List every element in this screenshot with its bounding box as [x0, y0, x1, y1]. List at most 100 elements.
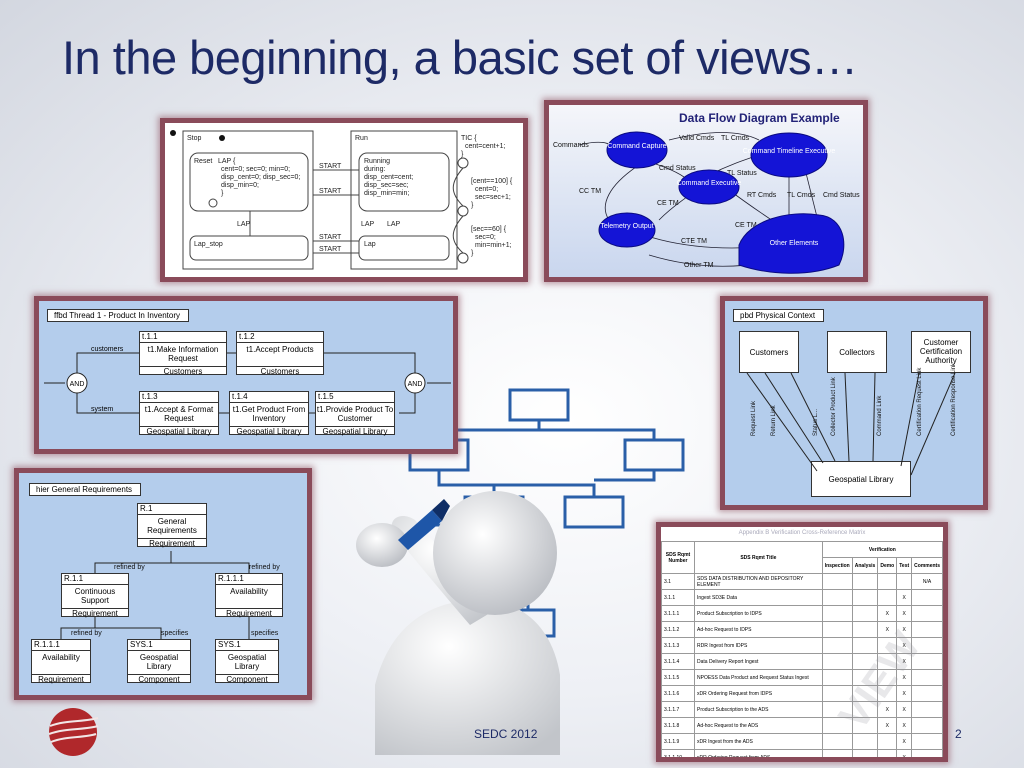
matrix-cell-title: RDR Ingest from IDPS	[694, 637, 823, 654]
matrix-cell-title: Ad-hoc Request to IDPS	[694, 621, 823, 638]
matrix-cell-demo	[877, 749, 898, 757]
matrix-cell-demo	[877, 733, 898, 750]
function-owner: Customers	[237, 366, 323, 377]
matrix-cell-anal	[851, 589, 879, 606]
matrix-cell-insp	[821, 573, 853, 590]
start-transition-4: START	[319, 246, 342, 253]
col-analysis: Analysis	[851, 557, 879, 574]
flow-tl-cmds-top: TL Cmds	[721, 135, 750, 142]
col-rqmt-title: SDS Rqmt Title	[694, 541, 823, 574]
dfd-diagram: Data Flow Diagram Example Commands Valid…	[553, 111, 860, 274]
ffbd-function-t-1-1: t.1.1 t1.Make Information Request Custom…	[139, 331, 227, 376]
figure-drawing-illustration	[356, 388, 685, 755]
lap-stop-label: Lap_stop	[194, 241, 223, 248]
flow-tl-cmds-2: TL Cmds	[787, 192, 816, 199]
matrix-cell-comm: N/A	[911, 573, 943, 590]
matrix-cell-comm	[911, 749, 943, 757]
matrix-cell-insp	[821, 653, 853, 670]
hier-box-r11: R.1.1 Continuous Support Requirement	[61, 573, 129, 618]
hier-panel: hier General Requirements refined by ref…	[14, 468, 312, 700]
pbd-link-label: Return Link	[771, 404, 777, 436]
matrix-cell-num: 3.1.1.3	[661, 637, 695, 654]
matrix-cell-comm	[911, 701, 943, 718]
col-rqmt-number: SDS Rqmt Number	[661, 541, 695, 574]
matrix-cell-title: Product Subscription to IDPS	[694, 605, 823, 622]
matrix-cell-anal	[851, 573, 879, 590]
hier-id: R.1.1.1	[32, 640, 90, 651]
hier-type: Requirement	[138, 538, 206, 549]
customers-branch-label: customers	[91, 346, 124, 353]
specifies-mid: specifies	[161, 630, 189, 637]
slide-title: In the beginning, a basic set of views…	[62, 31, 858, 84]
matrix-cell-comm	[911, 621, 943, 638]
dfd-panel: Data Flow Diagram Example Commands Valid…	[544, 100, 868, 282]
matrix-cell-insp	[821, 589, 853, 606]
col-demo: Demo	[877, 557, 898, 574]
footer-event: SEDC 2012	[474, 727, 538, 741]
hier-id: R.1.1	[62, 574, 128, 585]
ffbd-label: ffbd Thread 1 - Product In Inventory	[47, 309, 189, 322]
matrix-cell-anal	[851, 621, 879, 638]
col-verification: Verification	[821, 541, 943, 558]
matrix-caption: Appendix B Verification Cross-Reference …	[738, 530, 866, 536]
hier-name: Continuous Support	[74, 587, 116, 605]
and-gate-left: AND	[70, 381, 85, 388]
pbd-link-label: Request Link	[751, 400, 757, 436]
lap-block-text: LAP {cent=0; sec=0; min=0;disp_cent=0; d…	[218, 158, 300, 197]
matrix-cell-test: X	[896, 589, 913, 606]
col-inspection: Inspection	[821, 557, 853, 574]
hier-name: Availability	[230, 587, 268, 596]
matrix-cell-num: 3.1.1.2	[661, 621, 695, 638]
refined-by-lower: refined by	[71, 630, 102, 637]
matrix-cell-test: X	[896, 701, 913, 718]
ffbd-panel: ffbd Thread 1 - Product In Inventory AND…	[34, 296, 458, 454]
flow-ce-tm-2: CE TM	[735, 222, 757, 229]
and-gate-right: AND	[408, 381, 423, 388]
lap-transition-2: LAP	[361, 221, 375, 228]
matrix-cell-comm	[911, 717, 943, 734]
matrix-cell-title: Product Subscription to the ADS	[694, 701, 823, 718]
lap-transition-3: LAP	[387, 221, 401, 228]
matrix-cell-insp	[821, 749, 853, 757]
pbd-link-label: Collector Product Link	[831, 376, 837, 436]
refined-by-left: refined by	[114, 564, 145, 571]
matrix-cell-demo	[877, 589, 898, 606]
matrix-cell-num: 3.1.1.4	[661, 653, 695, 670]
statechart-diagram: Stop Reset LAP {cent=0; sec=0; min=0;dis…	[170, 130, 513, 270]
hier-box-r1: R.1 General Requirements Requirement	[137, 503, 207, 549]
matrix-cell-title: xDR Ingest from the ADS	[694, 733, 823, 750]
flow-other-tm: Other TM	[684, 262, 714, 269]
flow-cmd-status-2: Cmd Status	[823, 192, 860, 199]
function-name: t1.Make Information Request	[147, 345, 219, 363]
lap-transition-1: LAP	[237, 221, 251, 228]
hier-id: R.1	[138, 504, 206, 515]
hier-type: Requirement	[32, 674, 90, 685]
run-state-label: Run	[355, 135, 368, 142]
matrix-cell-num: 3.1.1.10	[661, 749, 695, 757]
node-command-capture: Command Capture	[607, 143, 666, 150]
function-id: t.1.4	[230, 392, 308, 403]
matrix-cell-comm	[911, 589, 943, 606]
matrix-cell-demo	[877, 573, 898, 590]
system-branch-label: system	[91, 406, 113, 413]
matrix-cell-test	[896, 573, 913, 590]
flow-cte-tm: CTE TM	[681, 238, 707, 245]
matrix-cell-num: 3.1.1.6	[661, 685, 695, 702]
hier-id: SYS.1	[216, 640, 278, 651]
hier-type: Component	[216, 674, 278, 685]
function-name: t1.Provide Product To Customer	[316, 405, 394, 423]
function-owner: Geospatial Library	[316, 426, 394, 437]
hier-box-r111: R.1.1.1 Availability Requirement	[31, 639, 91, 685]
hier-connectors: refined by refined by refined by specifi…	[60, 551, 280, 639]
matrix-cell-num: 3.1	[661, 573, 695, 590]
ffbd-function-t-1-5: t.1.5 t1.Provide Product To Customer Geo…	[315, 391, 395, 437]
verification-matrix: SDS Rqmt Number SDS Rqmt Title Verificat…	[661, 541, 943, 757]
hier-type: Requirement	[216, 608, 282, 619]
matrix-cell-comm	[911, 733, 943, 750]
node-command-timeline: Command Timeline Executive	[743, 148, 836, 155]
matrix-cell-title: Ad-hoc Request to the ADS	[694, 717, 823, 734]
